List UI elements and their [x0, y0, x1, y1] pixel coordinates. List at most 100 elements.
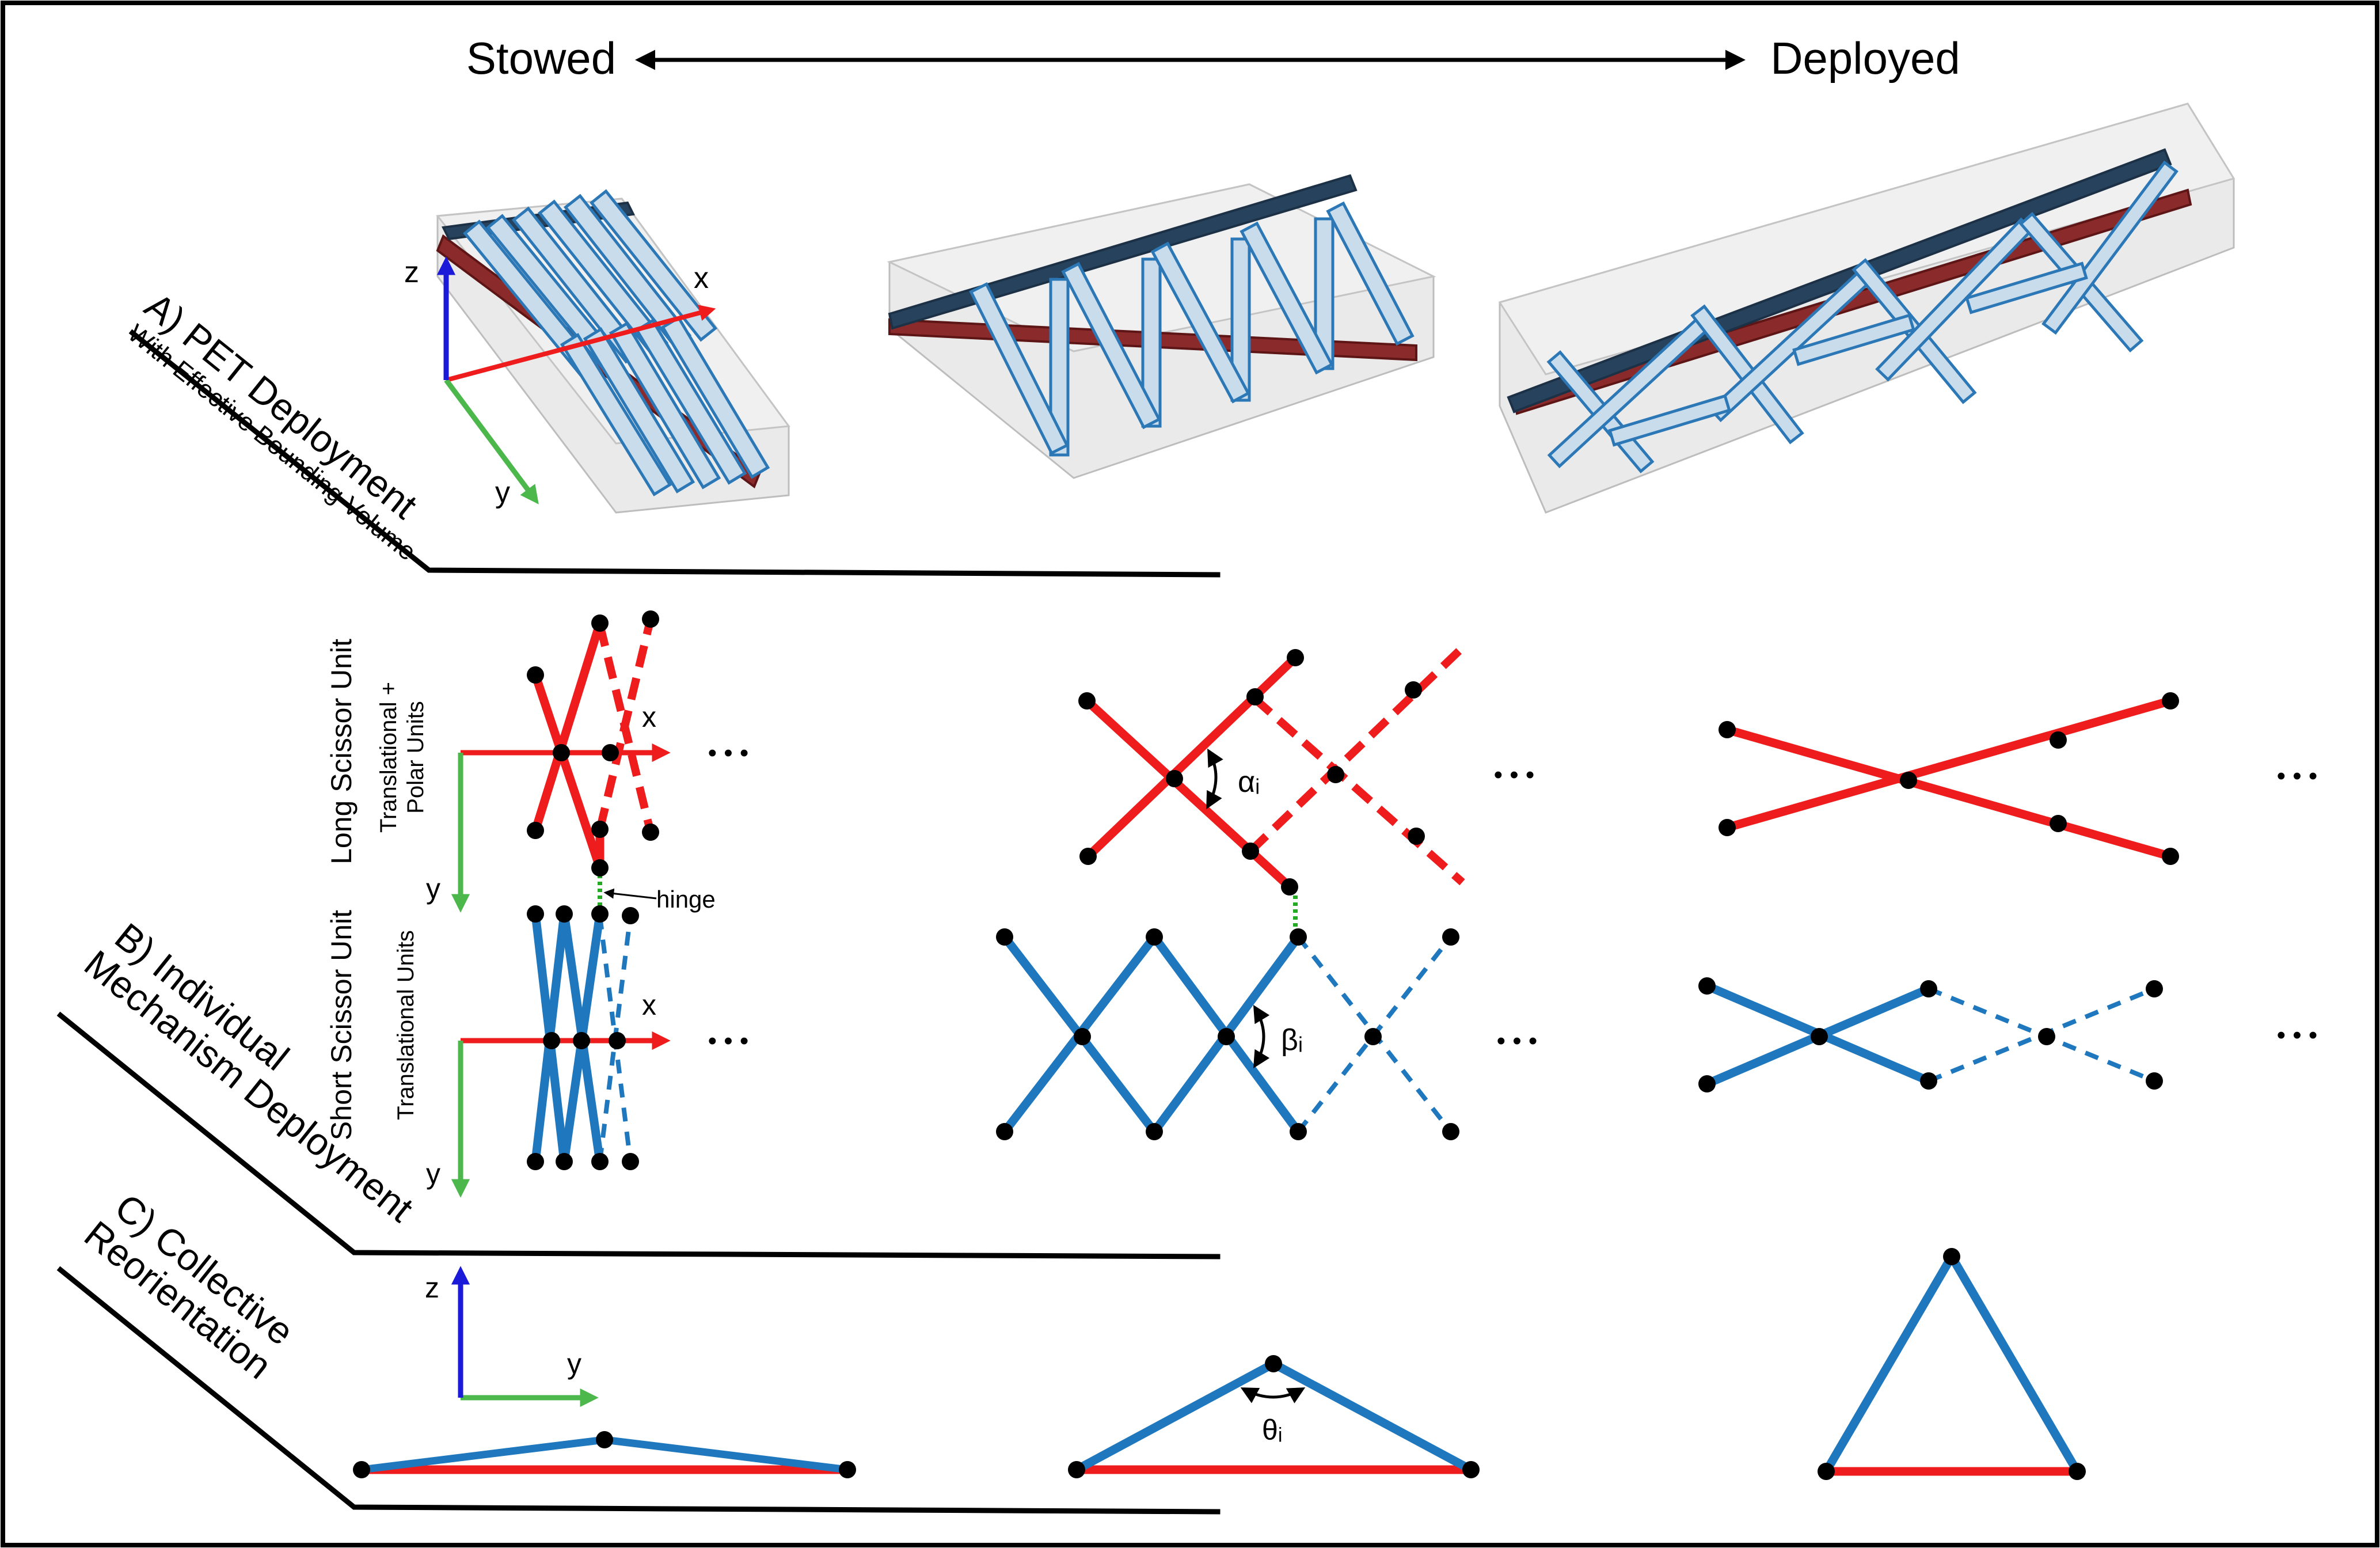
axis-b-short-x: x	[642, 989, 656, 1021]
joint	[596, 1431, 613, 1448]
axis-a-z: z	[404, 256, 419, 289]
joint	[1900, 772, 1917, 789]
mid-beam	[1061, 261, 1161, 430]
joint	[1078, 692, 1096, 709]
joint	[353, 1461, 370, 1478]
deployed-beam	[1608, 394, 1731, 447]
joint	[1287, 649, 1304, 666]
joint	[839, 1461, 856, 1478]
axis-c-z: z	[425, 1272, 439, 1304]
deployed-beam	[1792, 313, 1915, 366]
joint	[1719, 819, 1736, 836]
joint	[591, 614, 609, 632]
joint	[1920, 1072, 1937, 1090]
section-a-bracket	[128, 329, 1221, 578]
mid-beam	[1150, 241, 1250, 404]
long-scissor-unit-type-line1: Translational +	[376, 682, 401, 833]
joint	[1364, 1028, 1382, 1045]
joint	[591, 821, 609, 838]
joint	[602, 744, 619, 761]
joint	[591, 905, 609, 923]
hinge-label: hinge	[656, 886, 716, 913]
axis-b-long-x: x	[642, 701, 656, 733]
axes-b-short: x y	[426, 989, 671, 1198]
joint	[1818, 1463, 1835, 1480]
joint	[1166, 770, 1183, 787]
joint	[2050, 731, 2067, 749]
axes-a: x y z	[404, 256, 716, 509]
alpha-angle-arc	[1206, 748, 1223, 810]
triangle-deployed	[1822, 1248, 2082, 1476]
beta-angle-arc	[1253, 1004, 1270, 1069]
ellipsis-long-deployed: • • •	[2277, 762, 2318, 790]
joint	[1290, 1123, 1307, 1140]
short-scissor-unit-label: Short Scissor Unit	[325, 910, 358, 1140]
pet-model-stowed	[436, 189, 790, 514]
ellipsis-long-stowed: • • •	[708, 739, 749, 767]
deployed-label: Deployed	[1770, 33, 1960, 84]
joint	[1146, 1123, 1163, 1140]
joint	[527, 905, 544, 923]
ellipsis-short-stowed: • • •	[708, 1027, 749, 1055]
joint	[1811, 1028, 1828, 1045]
short-scissor-unit-type: Translational Units	[393, 930, 419, 1120]
joint	[1943, 1248, 1960, 1265]
joint	[2162, 692, 2179, 709]
stowed-beam	[589, 189, 718, 342]
alpha-label: αᵢ	[1238, 765, 1260, 799]
joint	[527, 1153, 544, 1170]
joint	[2069, 1463, 2086, 1480]
joint	[1218, 1028, 1235, 1045]
joint	[1281, 878, 1298, 896]
joint	[1242, 843, 1259, 860]
joint	[2038, 1028, 2055, 1045]
joint	[642, 610, 659, 628]
joint	[591, 859, 609, 877]
mid-beam	[1314, 217, 1335, 370]
joint	[573, 1032, 590, 1049]
ellipsis-short-mid: • • •	[1497, 1027, 1538, 1055]
axis-b-short-y: y	[426, 1158, 440, 1190]
joint	[1442, 1123, 1459, 1140]
joint	[2146, 980, 2163, 997]
long-scissor-unit-type-line2: Polar Units	[403, 701, 428, 814]
joint	[1246, 688, 1264, 705]
joint	[1079, 848, 1097, 865]
joint	[1698, 1075, 1716, 1092]
joint	[1265, 1355, 1282, 1372]
joint	[609, 1032, 626, 1049]
stowed-beam	[634, 318, 747, 485]
joint	[1920, 980, 1937, 997]
mid-beam	[969, 282, 1069, 456]
section-a: A) PET Deployment With Effective Boundin…	[123, 103, 2235, 578]
joint	[622, 1153, 639, 1170]
deployed-beam	[2041, 160, 2179, 335]
joint	[1408, 828, 1425, 845]
deployed-beam	[1875, 217, 2034, 382]
joint	[1074, 1028, 1091, 1045]
axis-b-long-y: y	[426, 872, 440, 905]
joint	[2050, 815, 2067, 832]
hinge: hinge	[598, 868, 716, 913]
deployed-beam	[1965, 261, 2088, 314]
stowed-beam	[609, 321, 721, 490]
joint	[556, 905, 573, 923]
section-b-title-line2: Mechanism Deployment	[77, 942, 421, 1230]
joint	[2162, 848, 2179, 865]
short-scissor-deployed	[1702, 981, 2155, 1088]
joint	[591, 1153, 609, 1170]
mid-beam	[1240, 221, 1334, 375]
mid-beam	[1326, 201, 1415, 346]
stowed-beam	[560, 333, 672, 496]
joint	[1698, 977, 1716, 995]
section-b: B) Individual Mechanism Deployment Long …	[56, 618, 2318, 1259]
joint	[553, 744, 570, 761]
joint	[527, 822, 544, 839]
mid-beam	[1049, 278, 1070, 457]
section-a-title: A) PET Deployment	[137, 284, 425, 527]
joint	[543, 1032, 560, 1049]
axis-a-y: y	[495, 476, 510, 509]
joint	[1462, 1461, 1480, 1478]
